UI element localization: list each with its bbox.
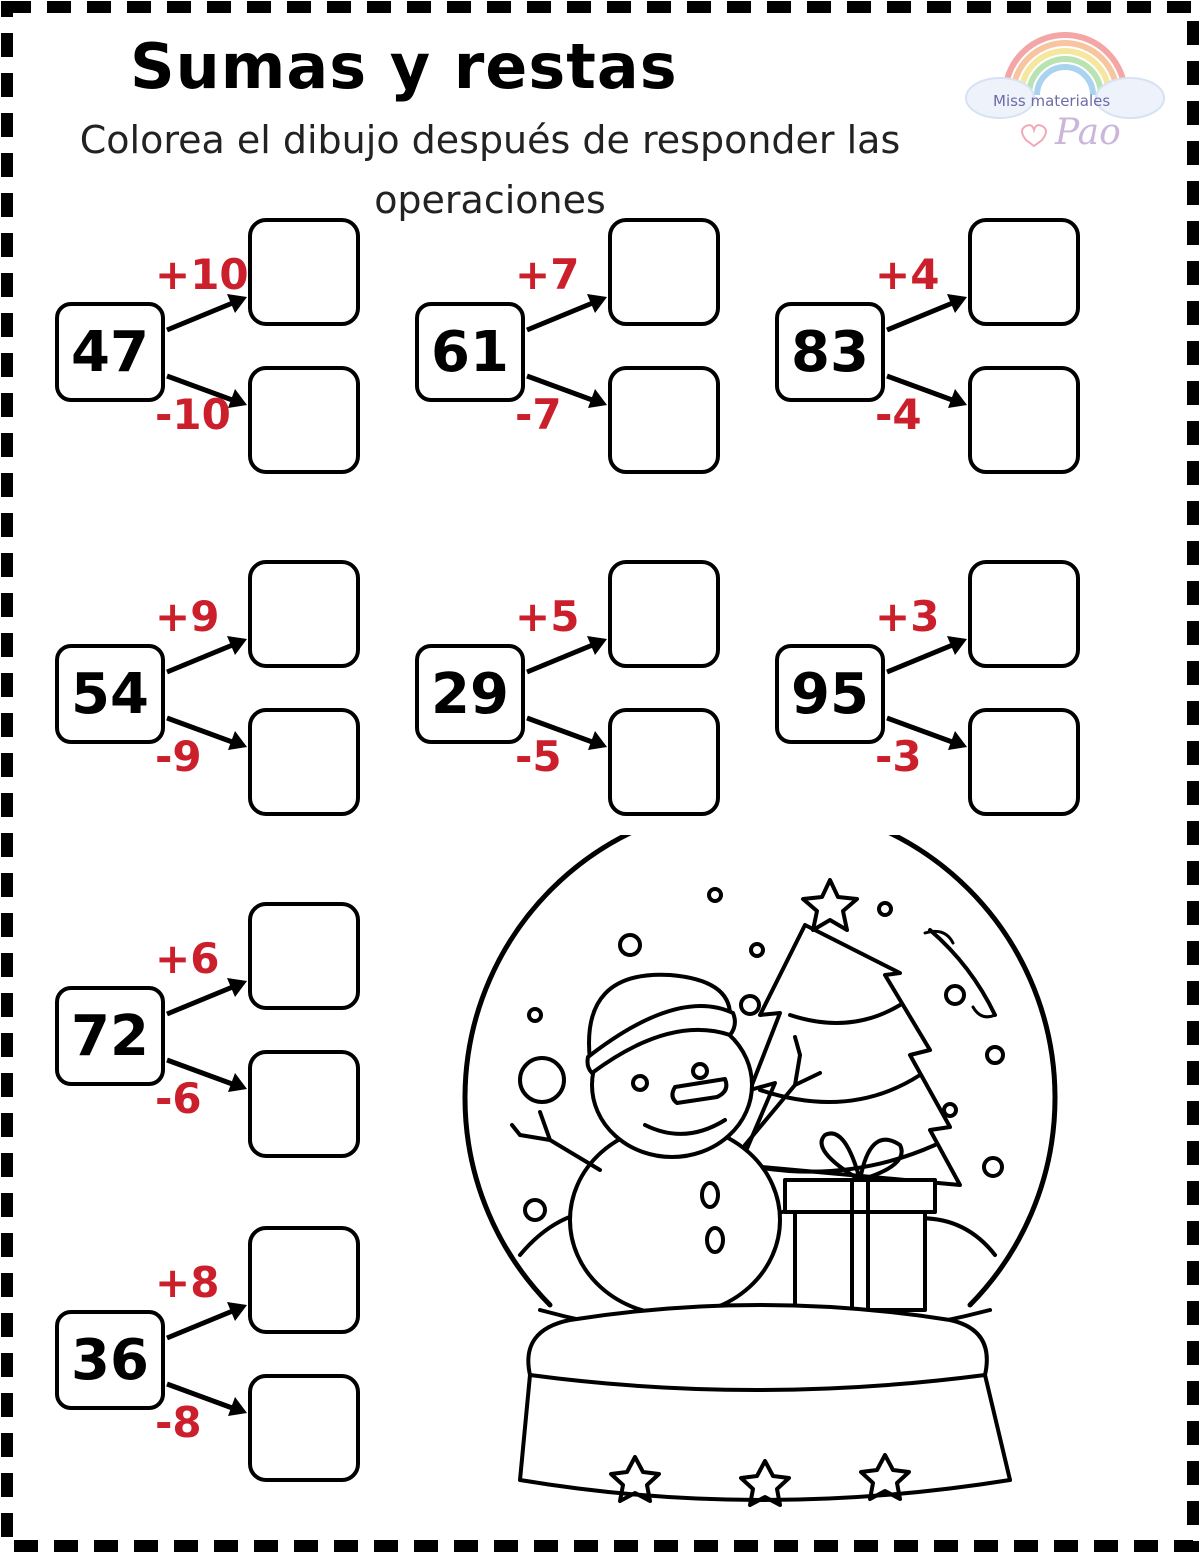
subtraction-answer-box[interactable] xyxy=(968,708,1080,816)
subtract-operation: -5 xyxy=(515,732,562,781)
addition-answer-box[interactable] xyxy=(608,560,720,668)
addition-answer-box[interactable] xyxy=(968,560,1080,668)
add-operation: +7 xyxy=(515,250,580,299)
exercise-arrows xyxy=(526,294,607,408)
add-operation: +9 xyxy=(155,592,220,641)
start-number: 61 xyxy=(415,302,525,402)
subtraction-answer-box[interactable] xyxy=(608,708,720,816)
worksheet-title: Sumas y restas xyxy=(130,30,678,103)
subtract-operation: -3 xyxy=(875,732,922,781)
exercise-arrows xyxy=(886,636,967,750)
logo-signature: Pao xyxy=(1055,112,1121,153)
addition-answer-box[interactable] xyxy=(248,218,360,326)
addition-answer-box[interactable] xyxy=(248,902,360,1010)
exercise-61: 61 +7 -7 xyxy=(415,218,735,478)
addition-answer-box[interactable] xyxy=(968,218,1080,326)
subtraction-answer-box[interactable] xyxy=(248,708,360,816)
exercise-83: 83 +4 -4 xyxy=(775,218,1095,478)
subtraction-answer-box[interactable] xyxy=(248,1374,360,1482)
subtraction-answer-box[interactable] xyxy=(968,366,1080,474)
add-operation: +4 xyxy=(875,250,940,299)
subtract-operation: -9 xyxy=(155,732,202,781)
add-operation: +3 xyxy=(875,592,940,641)
exercise-arrows xyxy=(526,636,607,750)
addition-answer-box[interactable] xyxy=(248,1226,360,1334)
exercise-arrows xyxy=(886,294,967,408)
exercise-arrows xyxy=(166,294,247,408)
start-number: 83 xyxy=(775,302,885,402)
addition-answer-box[interactable] xyxy=(248,560,360,668)
start-number: 29 xyxy=(415,644,525,744)
subtract-operation: -8 xyxy=(155,1398,202,1447)
exercise-arrows xyxy=(166,1302,247,1416)
start-number: 54 xyxy=(55,644,165,744)
logo-text: Miss materiales xyxy=(993,92,1111,110)
subtraction-answer-box[interactable] xyxy=(248,366,360,474)
add-operation: +10 xyxy=(155,250,249,299)
subtract-operation: -7 xyxy=(515,390,562,439)
worksheet-instructions: Colorea el dibujo después de responder l… xyxy=(79,118,901,222)
exercise-72: 72 +6 -6 xyxy=(55,902,375,1162)
rainbow-cloud-icon xyxy=(965,32,1165,148)
exercise-arrows xyxy=(166,636,247,750)
exercise-29: 29 +5 -5 xyxy=(415,560,735,820)
subtract-operation: -10 xyxy=(155,390,231,439)
exercise-arrows xyxy=(166,978,247,1092)
start-number: 36 xyxy=(55,1310,165,1410)
subtraction-answer-box[interactable] xyxy=(608,366,720,474)
snow-globe-snowman-icon[interactable] xyxy=(460,835,1070,1535)
start-number: 72 xyxy=(55,986,165,1086)
add-operation: +6 xyxy=(155,934,220,983)
add-operation: +8 xyxy=(155,1258,220,1307)
subtraction-answer-box[interactable] xyxy=(248,1050,360,1158)
exercise-54: 54 +9 -9 xyxy=(55,560,375,820)
add-operation: +5 xyxy=(515,592,580,641)
exercise-95: 95 +3 -3 xyxy=(775,560,1095,820)
start-number: 47 xyxy=(55,302,165,402)
exercise-47: 47 +10 -10 xyxy=(55,218,375,478)
subtract-operation: -4 xyxy=(875,390,922,439)
start-number: 95 xyxy=(775,644,885,744)
subtract-operation: -6 xyxy=(155,1074,202,1123)
addition-answer-box[interactable] xyxy=(608,218,720,326)
exercise-36: 36 +8 -8 xyxy=(55,1226,375,1486)
